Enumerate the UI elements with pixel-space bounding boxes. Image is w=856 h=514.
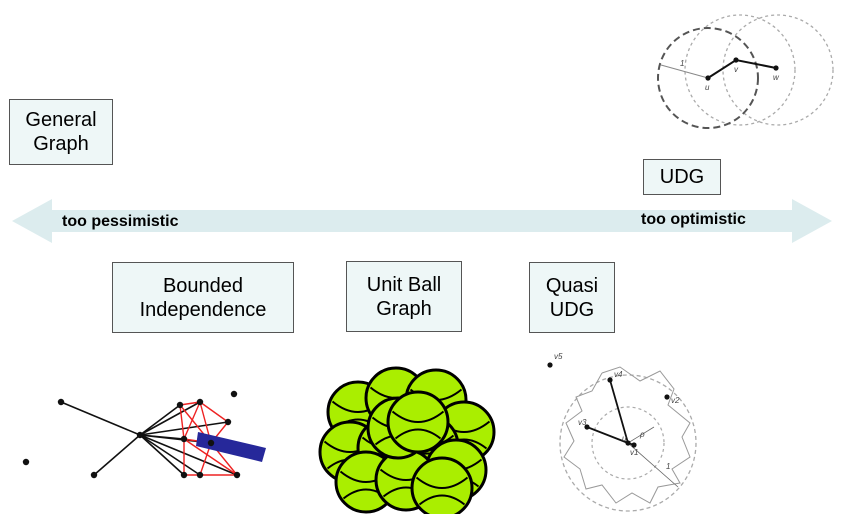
udg-node-u-label: u <box>705 83 710 92</box>
spectrum-arrow-shape <box>12 199 832 243</box>
quasi-radius-line <box>627 442 679 488</box>
quasi-label-v5: v5 <box>554 352 563 361</box>
quasi-node-v4 <box>607 377 613 383</box>
udg-node-w-label: w <box>773 73 780 82</box>
general-graph-line1: General <box>25 109 97 131</box>
quasi-label-u: u <box>622 434 627 443</box>
udg-illustration: 1 u v w <box>657 14 834 129</box>
unit-ball-graph-box: Unit Ball Graph <box>346 261 462 332</box>
bi-node <box>180 471 188 479</box>
bounded-independence-illustration <box>22 390 266 479</box>
quasi-edges <box>586 379 635 446</box>
quasi-udg-box: Quasi UDG <box>529 262 615 333</box>
bounded-independence-line2: Independence <box>139 298 267 321</box>
bi-node <box>224 418 232 426</box>
quasi-udg-line2: UDG <box>549 298 595 321</box>
tennis-ball <box>386 390 450 454</box>
bi-node <box>196 471 204 479</box>
quasi-label-v2: v2 <box>671 396 680 405</box>
bi-node <box>207 439 215 447</box>
quasi-rho-line <box>627 426 655 444</box>
quasi-label-v4: v4 <box>614 370 623 379</box>
quasi-udg-illustration: v5 v4 v2 v3 u v1 ρ 1 <box>547 352 697 512</box>
bi-node <box>176 401 184 409</box>
too-optimistic-label: too optimistic <box>641 211 746 228</box>
quasi-label-rho: ρ <box>639 430 645 439</box>
bounded-independence-line1: Bounded <box>162 274 244 297</box>
bi-node <box>196 398 204 406</box>
quasi-outer-circle <box>559 374 697 512</box>
udg-line1: UDG <box>659 166 705 188</box>
quasi-label-v3: v3 <box>578 418 587 427</box>
udg-circle-v <box>684 14 796 126</box>
quasi-node-v5 <box>547 362 553 368</box>
quasi-node-u <box>625 440 631 446</box>
unit-ball-graph-line2: Graph <box>376 297 432 320</box>
udg-node-u <box>705 75 711 81</box>
quasi-label-radius: 1 <box>666 462 670 471</box>
unit-ball-graph-line1: Unit Ball <box>366 273 442 296</box>
udg-path <box>707 58 777 79</box>
udg-box: UDG <box>643 159 721 195</box>
udg-edge-length-label: 1 <box>680 59 684 68</box>
quasi-node-v2 <box>664 394 670 400</box>
quasi-nodes <box>547 362 670 448</box>
bi-obstacle <box>196 432 266 462</box>
bi-nodes <box>22 390 241 479</box>
bi-node <box>90 471 98 479</box>
unit-ball-illustration <box>318 366 496 514</box>
ball-cluster <box>318 366 496 514</box>
udg-radius-line <box>660 64 709 79</box>
quasi-inner-circle <box>591 406 665 480</box>
udg-circle-u <box>657 27 759 129</box>
quasi-node-v1 <box>631 442 637 448</box>
bi-node <box>57 398 65 406</box>
tennis-ball <box>410 456 474 514</box>
quasi-irregular-boundary <box>563 366 691 504</box>
udg-node-v <box>733 57 739 63</box>
quasi-udg-line1: Quasi <box>545 274 599 297</box>
too-pessimistic-label: too pessimistic <box>62 213 179 230</box>
bounded-independence-box: Bounded Independence <box>112 262 294 333</box>
bi-node <box>230 390 238 398</box>
udg-circle-w <box>722 14 834 126</box>
udg-node-v-label: v <box>734 65 739 74</box>
bi-node <box>136 431 144 439</box>
bi-node <box>22 458 30 466</box>
bi-node <box>180 435 188 443</box>
bi-node <box>233 471 241 479</box>
quasi-node-v3 <box>584 424 590 430</box>
general-graph-box: General Graph <box>9 99 113 165</box>
quasi-label-v1: v1 <box>630 448 638 457</box>
udg-node-w <box>773 65 779 71</box>
general-graph-line2: Graph <box>33 133 89 155</box>
